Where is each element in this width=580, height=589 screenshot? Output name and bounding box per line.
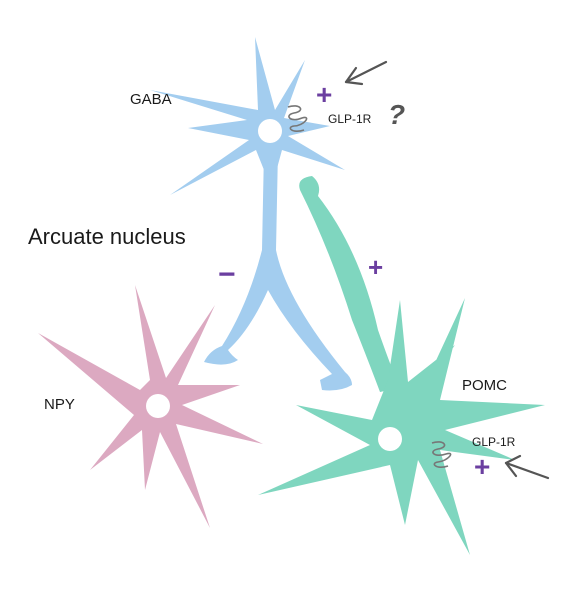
pomc-label: POMC <box>462 377 507 394</box>
pomc-gaba-excitatory-sign: + <box>368 252 383 282</box>
npy-nucleus-hole <box>146 394 170 418</box>
gaba-label: GABA <box>130 91 172 108</box>
pomc-receptor-label: GLP-1R <box>472 435 516 449</box>
npy-neuron <box>38 285 263 528</box>
pomc-body <box>258 298 545 555</box>
gaba-nucleus-hole <box>258 119 282 143</box>
pomc-axon <box>299 176 400 392</box>
gaba-receptor-label: GLP-1R <box>328 112 372 126</box>
gaba-neuron <box>150 37 352 391</box>
gaba-receptor-plus: + <box>316 79 332 110</box>
arrow-icon <box>344 60 388 86</box>
receptor-coil-icon <box>287 105 308 133</box>
npy-label: NPY <box>44 396 75 413</box>
arrow-icon <box>504 454 550 480</box>
pomc-nucleus-hole <box>378 427 402 451</box>
gaba-npy-inhibitory-sign: − <box>218 258 236 291</box>
pomc-neuron <box>258 176 545 555</box>
pomc-receptor-plus: + <box>474 451 490 482</box>
region-label: Arcuate nucleus <box>28 224 186 249</box>
receptor-coil-icon <box>431 441 452 469</box>
gaba-body <box>150 37 345 195</box>
gaba-axon <box>204 150 352 391</box>
uncertain-question-mark: ? <box>388 99 405 130</box>
